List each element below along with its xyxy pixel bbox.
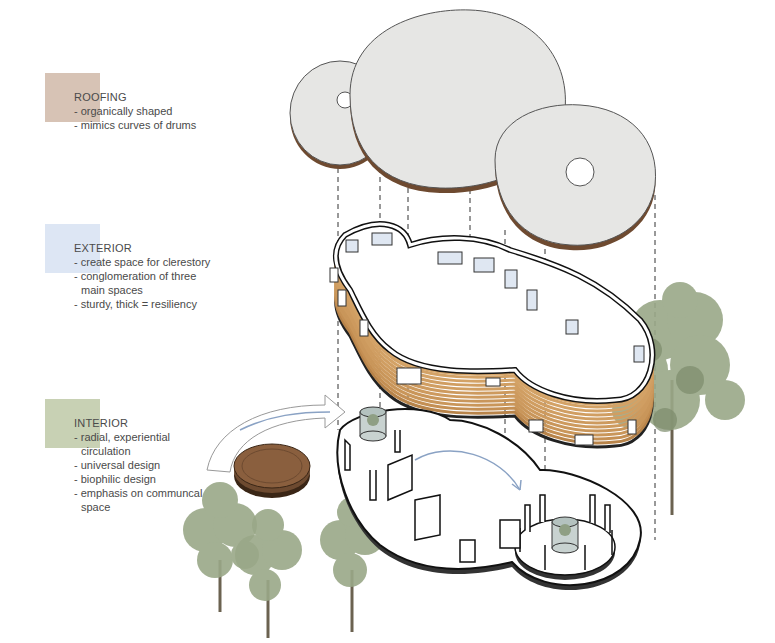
circulation-arrow	[512, 480, 521, 490]
tree	[197, 542, 233, 578]
tree	[333, 553, 367, 587]
round-platform	[540, 495, 545, 522]
clerestory-window	[346, 240, 358, 252]
entry-arrow	[240, 412, 330, 430]
round-platform	[584, 545, 586, 570]
bullet-note: - mimics curves of drums	[74, 118, 216, 132]
tree	[676, 366, 704, 394]
glass-column	[367, 414, 379, 426]
entry-disk	[234, 444, 310, 498]
tree	[235, 509, 302, 601]
floor-plate	[337, 409, 641, 585]
tree	[705, 380, 745, 420]
bullet-note: - sturdy, thick = resiliency	[74, 297, 216, 311]
wall-window	[338, 290, 346, 306]
bullet-note: - create space for clerestory	[74, 255, 216, 269]
wall-window	[575, 435, 593, 445]
clerestory-window	[505, 270, 517, 288]
round-platform	[590, 495, 595, 524]
bullet-note: - conglomeration of three main spaces	[74, 269, 216, 297]
tree	[653, 408, 677, 432]
floor-plate	[337, 409, 641, 590]
circulation-arrow	[415, 451, 521, 490]
annotation-block: INTERIOR- radial, experiential circulati…	[45, 399, 216, 516]
clerestory-window	[346, 233, 644, 362]
glass-column	[559, 524, 571, 536]
partition-wall	[345, 440, 350, 470]
exterior-wall	[336, 224, 652, 447]
round-platform	[515, 495, 615, 580]
section-heading: INTERIOR	[74, 416, 216, 430]
entry-disk	[234, 444, 310, 488]
annotation-block: EXTERIOR- create space for clerestory- c…	[45, 224, 216, 313]
round-platform	[611, 530, 613, 555]
clerestory-window	[474, 258, 494, 272]
section-heading: ROOFING	[74, 90, 216, 104]
tree	[252, 509, 284, 541]
roof-slab	[495, 105, 656, 246]
roof-slab	[566, 158, 594, 186]
partition-wall	[460, 540, 475, 562]
round-platform	[520, 495, 612, 570]
round-platform	[525, 505, 530, 532]
glass-column	[552, 517, 578, 553]
wall-window	[529, 420, 543, 432]
wall-window	[486, 378, 500, 386]
clerestory-window	[372, 233, 392, 245]
round-platform	[544, 545, 546, 570]
bullet-note: - universal design	[74, 458, 216, 472]
tree	[662, 282, 698, 318]
entry-arrow	[207, 395, 345, 472]
entry-arrow	[207, 395, 345, 472]
text-group: INTERIOR- radial, experiential circulati…	[74, 399, 216, 514]
round-platform	[605, 505, 610, 533]
bullet-note: - radial, experiential circulation	[74, 430, 216, 458]
roof-slab	[495, 105, 656, 251]
tree	[249, 569, 281, 601]
bullet-note: - organically shaped	[74, 104, 216, 118]
section-heading: EXTERIOR	[74, 241, 216, 255]
entry-disk	[242, 449, 302, 483]
partition-wall	[395, 430, 400, 452]
glass-column	[552, 543, 578, 553]
partition-wall	[388, 455, 412, 500]
text-group: ROOFING- organically shaped- mimics curv…	[74, 73, 216, 132]
annotation-block: ROOFING- organically shaped- mimics curv…	[45, 73, 216, 134]
wall-window	[397, 368, 421, 384]
exterior-wall	[336, 224, 652, 401]
circulation-arrow	[415, 451, 520, 490]
tree	[202, 482, 238, 518]
partition-wall	[500, 520, 520, 548]
glass-column	[360, 407, 386, 441]
glass-column	[360, 431, 386, 441]
partition-wall	[345, 430, 520, 562]
wall-window	[330, 268, 338, 282]
wall-window	[360, 320, 368, 336]
clerestory-window	[634, 346, 644, 362]
clerestory-window	[527, 290, 537, 310]
tree	[235, 509, 302, 638]
text-group: EXTERIOR- create space for clerestory- c…	[74, 224, 216, 311]
partition-wall	[370, 470, 376, 500]
exterior-wall	[336, 224, 652, 401]
bullet-note: - biophilic design	[74, 472, 216, 486]
clerestory-window	[438, 252, 462, 264]
wall-window	[628, 420, 636, 434]
wall-window	[330, 268, 636, 445]
partition-wall	[415, 495, 440, 540]
bullet-note: - emphasis on communcal space	[74, 486, 216, 514]
clerestory-window	[566, 320, 578, 334]
